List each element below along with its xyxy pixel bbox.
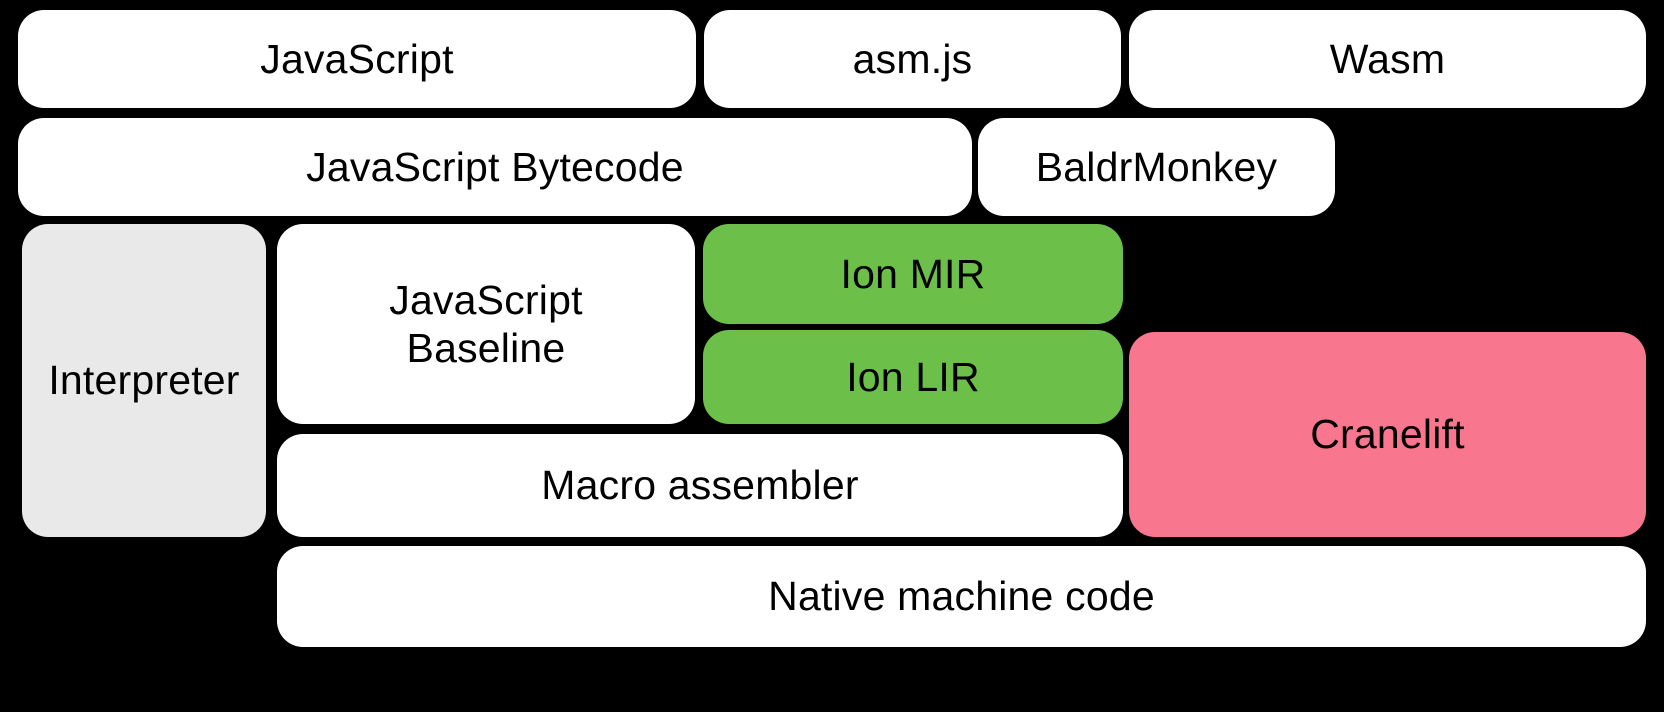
node-ion-lir-label: Ion LIR xyxy=(846,353,980,400)
node-macro-assembler[interactable]: Macro assembler xyxy=(277,434,1123,537)
node-javascript-label: JavaScript xyxy=(260,35,454,82)
node-baldrmonkey-label: BaldrMonkey xyxy=(1035,143,1278,190)
node-ion-lir[interactable]: Ion LIR xyxy=(703,330,1123,424)
node-interpreter[interactable]: Interpreter xyxy=(22,224,266,537)
node-ion-mir-label: Ion MIR xyxy=(840,250,986,297)
node-wasm[interactable]: Wasm xyxy=(1129,10,1646,108)
node-cranelift-label: Cranelift xyxy=(1310,411,1465,458)
node-asmjs-label: asm.js xyxy=(852,35,973,82)
node-native-machine-code[interactable]: Native machine code xyxy=(277,546,1646,647)
node-cranelift[interactable]: Cranelift xyxy=(1129,332,1646,537)
node-asmjs[interactable]: asm.js xyxy=(704,10,1121,108)
node-javascript-baseline[interactable]: JavaScript Baseline xyxy=(277,224,695,424)
node-interpreter-label: Interpreter xyxy=(48,357,240,404)
node-baldrmonkey[interactable]: BaldrMonkey xyxy=(978,118,1335,216)
node-javascript[interactable]: JavaScript xyxy=(18,10,696,108)
node-javascript-bytecode-label: JavaScript Bytecode xyxy=(306,143,684,190)
node-macro-assembler-label: Macro assembler xyxy=(541,462,859,509)
node-ion-mir[interactable]: Ion MIR xyxy=(703,224,1123,324)
node-javascript-baseline-label: JavaScript Baseline xyxy=(389,276,583,371)
node-javascript-bytecode[interactable]: JavaScript Bytecode xyxy=(18,118,972,216)
node-native-machine-code-label: Native machine code xyxy=(768,573,1155,620)
node-wasm-label: Wasm xyxy=(1329,35,1446,82)
